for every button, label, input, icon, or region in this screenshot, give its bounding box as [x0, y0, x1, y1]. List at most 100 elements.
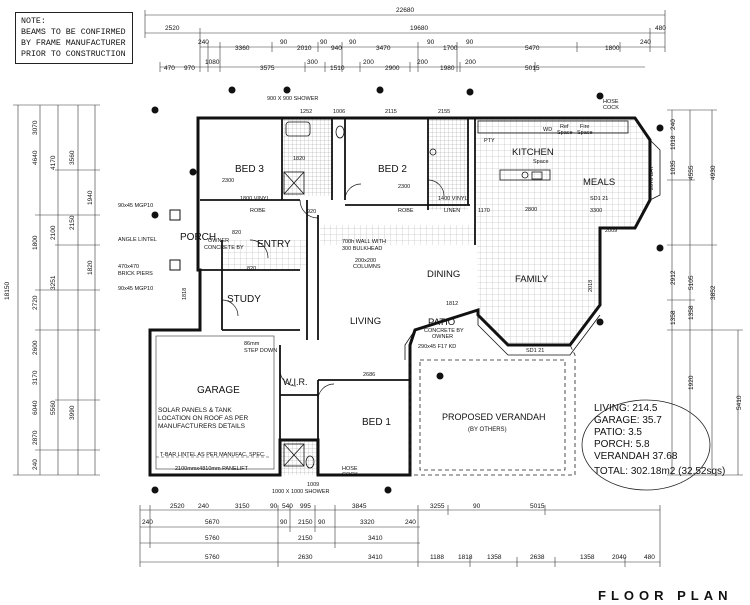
inner-dim-9: 1820: [293, 156, 305, 162]
dim-left-18: 240: [32, 459, 39, 470]
dim-overall-depth: 18150: [4, 282, 11, 300]
dim-bot-r4-8: 1358: [580, 554, 595, 561]
grid-markers: [151, 86, 664, 494]
dim-top-r2-1: 240: [198, 39, 209, 46]
dim-top-r3-12: 5015: [525, 65, 540, 72]
label-columns2: COLUMNS: [353, 264, 381, 270]
dim-right-1: 4930: [710, 165, 717, 180]
room-bed1: BED 1: [362, 417, 391, 428]
dim-bot-r4-5: 1818: [458, 554, 473, 561]
dim-bot-r2-3: 90: [280, 519, 288, 526]
dim-bot-2: 240: [198, 503, 209, 510]
room-garage: GARAGE: [197, 385, 240, 396]
dim-top-3: 480: [655, 25, 666, 32]
dim-top-r3-11: 200: [465, 59, 476, 66]
dim-top-r2-7: 90: [349, 39, 357, 46]
label-ceiling: 2800: [525, 207, 537, 213]
dim-right-6: 240: [670, 119, 677, 130]
dim-left-2: 6040: [32, 400, 39, 415]
label-linen: LINEN: [444, 208, 460, 214]
label-angle-lintel: ANGLE LINTEL: [118, 237, 157, 243]
label-robe-bed3: ROBE: [250, 208, 266, 214]
dim-top-2: 19680: [410, 25, 428, 32]
room-entry: ENTRY: [257, 239, 291, 250]
room-meals: MEALS: [583, 177, 615, 188]
dim-top-r2-2: 3360: [235, 45, 250, 52]
label-panelift: 2100mmx4810mm PANELIFT: [175, 466, 249, 472]
room-study: STUDY: [227, 294, 261, 305]
dim-bot-6: 995: [300, 503, 311, 510]
dim-bot-r2-7: 240: [405, 519, 416, 526]
dim-top-r3-1: 470: [164, 65, 175, 72]
right-dimensions: [667, 109, 743, 476]
room-living: LIVING: [350, 316, 381, 327]
label-columns: 200x200: [355, 258, 376, 264]
bay-window-lines: [404, 139, 661, 360]
label-wall-700: 700h WALL WITH: [342, 239, 386, 245]
dim-top-r2-4: 2010: [297, 45, 312, 52]
room-verandah: PROPOSED VERANDAH: [442, 412, 546, 422]
label-solar-1: SOLAR PANELS & TANK: [158, 407, 232, 414]
dim-top-r2-9: 90: [427, 39, 435, 46]
dim-bot-r2-6: 3320: [360, 519, 375, 526]
inner-dim-7: 820: [247, 266, 256, 272]
room-family: FAMILY: [515, 274, 549, 285]
label-fire-space2: Space: [577, 130, 593, 136]
dim-top-r3-8: 2900: [385, 65, 400, 72]
inner-dim-13: 1006: [333, 109, 345, 115]
dim-bot-7: 3845: [352, 503, 367, 510]
dim-bot-r4-1: 5760: [205, 554, 220, 561]
dim-left-1: 4640: [32, 150, 39, 165]
label-step: 86mm: [244, 341, 260, 347]
label-fire-space: Fire: [580, 124, 589, 130]
dim-bot-5: 540: [282, 503, 293, 510]
label-shower-top: 900 X 900 SHOWER: [267, 96, 318, 102]
dim-bot-4: 90: [270, 503, 278, 510]
label-pty: PTY: [484, 138, 495, 144]
dim-top-r2-6: 940: [331, 45, 342, 52]
inner-dim-6: 2686: [363, 372, 375, 378]
area-row-patio: PATIO: 3.5: [594, 427, 642, 438]
label-hose-bottom2: COCK: [342, 472, 358, 478]
room-bed2: BED 2: [378, 164, 407, 175]
inner-dim-4: 3300: [590, 208, 602, 214]
note-line-1: NOTE:: [21, 17, 46, 26]
top-dimensions: [144, 10, 666, 72]
dim-bot-r4-4: 1188: [430, 554, 444, 561]
inner-dim-15: 2115: [385, 109, 397, 115]
inner-dim-17: 1818: [182, 288, 188, 300]
dim-bot-3: 3150: [235, 503, 250, 510]
room-kitchen: KITCHEN: [512, 147, 554, 158]
dim-right-10: 1358: [670, 310, 677, 325]
dim-bot-10: 5015: [530, 503, 545, 510]
label-footing: 290x45 F17 KD: [418, 344, 456, 350]
label-step2: STEP DOWN: [244, 348, 277, 354]
label-vinyl-1800: 1800 VINYL: [240, 196, 270, 202]
dim-top-r3-3: 1080: [205, 59, 220, 66]
dim-top-r3-10: 1980: [440, 65, 455, 72]
dim-left-7: 3170: [32, 370, 39, 385]
area-row-garage: GARAGE: 35.7: [594, 415, 662, 426]
dim-top-r3-4: 3575: [260, 65, 275, 72]
dim-top-1: 2520: [165, 25, 180, 32]
inner-dim-5: 1812: [446, 301, 458, 307]
label-ref-space: Ref: [560, 124, 569, 130]
dim-left-8: 2870: [32, 430, 39, 445]
note-line-2: BEAMS TO BE CONFIRMED: [21, 28, 126, 37]
label-bulkhead: 300 BULKHEAD: [342, 246, 382, 252]
inner-dim-8: 920: [307, 209, 316, 215]
bottom-dimensions: [139, 505, 661, 567]
dim-bot-8: 3255: [430, 503, 445, 510]
dim-top-r2-3: 90: [280, 39, 288, 46]
dim-right-2: 3852: [710, 285, 717, 300]
inner-dim-16: 2155: [438, 109, 450, 115]
dim-left-15: 3990: [69, 405, 76, 420]
inner-dim-18: 2018: [588, 280, 594, 292]
label-patio-concrete2: OWNER: [432, 334, 453, 340]
dim-bot-r4-10: 480: [644, 554, 655, 561]
dim-right-5: 1358: [688, 305, 695, 320]
label-sd21-b: SD1 21: [590, 196, 608, 202]
dim-left-12: 5560: [50, 400, 57, 415]
label-wd: WD: [543, 127, 552, 133]
dim-right-4: 5105: [688, 275, 695, 290]
